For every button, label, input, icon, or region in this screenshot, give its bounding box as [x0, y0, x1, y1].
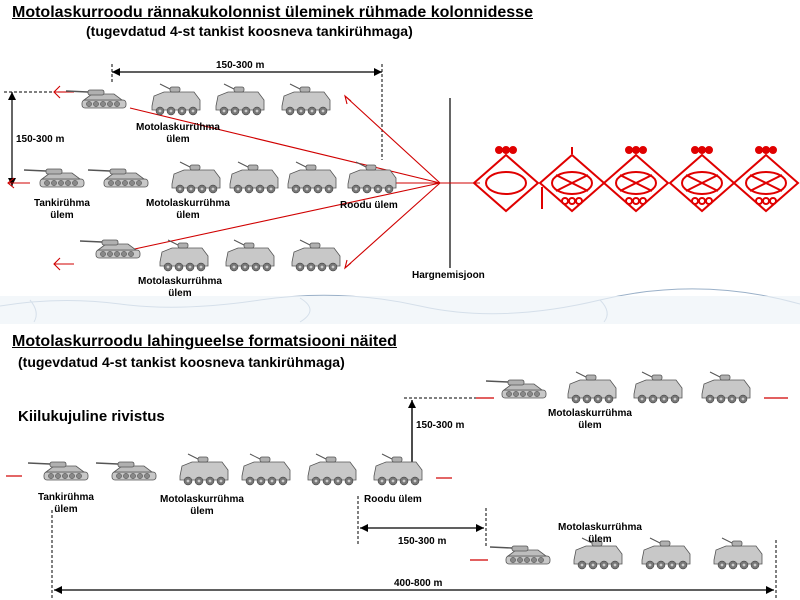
- bottom-label-motorifle-top: Motolaskurrühma ülem: [548, 408, 632, 432]
- bottom-dim-long-label: 400-800 m: [394, 578, 443, 589]
- branch-line-label: Hargnemisjoon: [412, 270, 485, 281]
- top-apc-row3-1: [159, 239, 209, 272]
- top-label-motorifle-bot-line2: ülem: [168, 288, 192, 299]
- top-tank-row2-1: [23, 168, 85, 188]
- bottom-label-motorifle-mid: Motolaskurrühma ülem: [160, 494, 244, 518]
- top-label-motorifle-top: Motolaskurrühma ülem: [136, 122, 220, 146]
- formation-name: Kiilukujuline rivistus: [18, 408, 165, 425]
- top-apc-row1-2: [215, 83, 265, 116]
- unit-symbols: [473, 146, 799, 212]
- bottom-apc-mid-2: [241, 453, 291, 486]
- bottom-label-company: Roodu ülem: [364, 494, 422, 505]
- unit-symbol-3: [603, 146, 669, 212]
- bottom-section: [6, 371, 788, 598]
- bottom-dim-vertical-label: 150-300 m: [416, 420, 465, 431]
- bottom-label-motorifle-top-line2: ülem: [578, 420, 602, 431]
- unit-symbol-5: [733, 146, 799, 212]
- bottom-apc-upper-1: [567, 371, 617, 404]
- bottom-apc-upper-3: [701, 371, 751, 404]
- top-tank-row3: [79, 239, 141, 259]
- bottom-apc-mid-3: [307, 453, 357, 486]
- top-apc-row1-1: [151, 83, 201, 116]
- top-label-motorifle-mid: Motolaskurrühma ülem: [146, 198, 230, 222]
- bottom-apc-lower-3: [713, 537, 763, 570]
- bottom-label-motorifle-top-line1: Motolaskurrühma: [548, 408, 632, 419]
- bottom-tank-lower: [489, 545, 551, 565]
- top-label-tank: Tankirühma ülem: [34, 198, 90, 222]
- bottom-tank-mid-1: [27, 461, 89, 481]
- bottom-tank-mid-2: [95, 461, 157, 481]
- map-background: [0, 288, 800, 324]
- bottom-apc-mid-1: [179, 453, 229, 486]
- bottom-label-motorifle-mid-line2: ülem: [190, 506, 214, 517]
- unit-symbol-2: [539, 147, 605, 212]
- top-apc-company-commander: [347, 161, 397, 194]
- top-apc-row2-3: [287, 161, 337, 194]
- top-subtitle: (tugevdatud 4-st tankist koosneva tankir…: [86, 23, 413, 39]
- top-label-tank-line2: ülem: [50, 210, 74, 221]
- top-label-motorifle-bot: Motolaskurrühma ülem: [138, 276, 222, 300]
- top-label-motorifle-top-line2: ülem: [166, 134, 190, 145]
- top-tank-row2-2: [87, 168, 149, 188]
- unit-symbol-1: [473, 146, 539, 212]
- bottom-subtitle: (tugevdatud 4-st tankist koosneva tankir…: [18, 354, 345, 370]
- top-apc-row3-2: [225, 239, 275, 272]
- bottom-title: Motolaskurroodu lahingueelse formatsioon…: [12, 333, 397, 350]
- top-label-company: Roodu ülem: [340, 200, 398, 211]
- top-dim-horizontal-label: 150-300 m: [216, 60, 265, 71]
- bottom-dim-short-label: 150-300 m: [398, 536, 447, 547]
- bottom-label-motorifle-mid-line1: Motolaskurrühma: [160, 494, 244, 505]
- top-label-motorifle-bot-line1: Motolaskurrühma: [138, 276, 222, 287]
- top-title: Motolaskurroodu rännakukolonnist ülemine…: [12, 4, 533, 21]
- top-label-motorifle-mid-line2: ülem: [176, 210, 200, 221]
- top-section: [4, 64, 799, 272]
- bottom-label-tank-line1: Tankirühma: [38, 492, 94, 503]
- bottom-apc-lower-2: [641, 537, 691, 570]
- top-apc-row2-1: [171, 161, 221, 194]
- bottom-label-motorifle-bot-line1: Motolaskurrühma: [558, 522, 642, 533]
- bottom-tank-upper: [485, 379, 547, 399]
- unit-symbol-4: [669, 146, 735, 212]
- top-tank-row1: [65, 89, 127, 109]
- top-label-motorifle-mid-line1: Motolaskurrühma: [146, 198, 230, 209]
- bottom-label-tank-line2: ülem: [54, 504, 78, 515]
- top-apc-row1-3: [281, 83, 331, 116]
- top-apc-row3-3: [291, 239, 341, 272]
- top-apc-row2-2: [229, 161, 279, 194]
- bottom-apc-upper-2: [633, 371, 683, 404]
- top-label-tank-line1: Tankirühma: [34, 198, 90, 209]
- top-red-arrowheads: [7, 85, 352, 271]
- bottom-label-tank: Tankirühma ülem: [38, 492, 94, 516]
- bottom-apc-company-commander: [373, 453, 423, 486]
- bottom-label-motorifle-bot-line2: ülem: [588, 534, 612, 545]
- bottom-label-motorifle-bot: Motolaskurrühma ülem: [558, 522, 642, 546]
- top-label-motorifle-top-line1: Motolaskurrühma: [136, 122, 220, 133]
- top-dim-vertical-label: 150-300 m: [16, 134, 65, 145]
